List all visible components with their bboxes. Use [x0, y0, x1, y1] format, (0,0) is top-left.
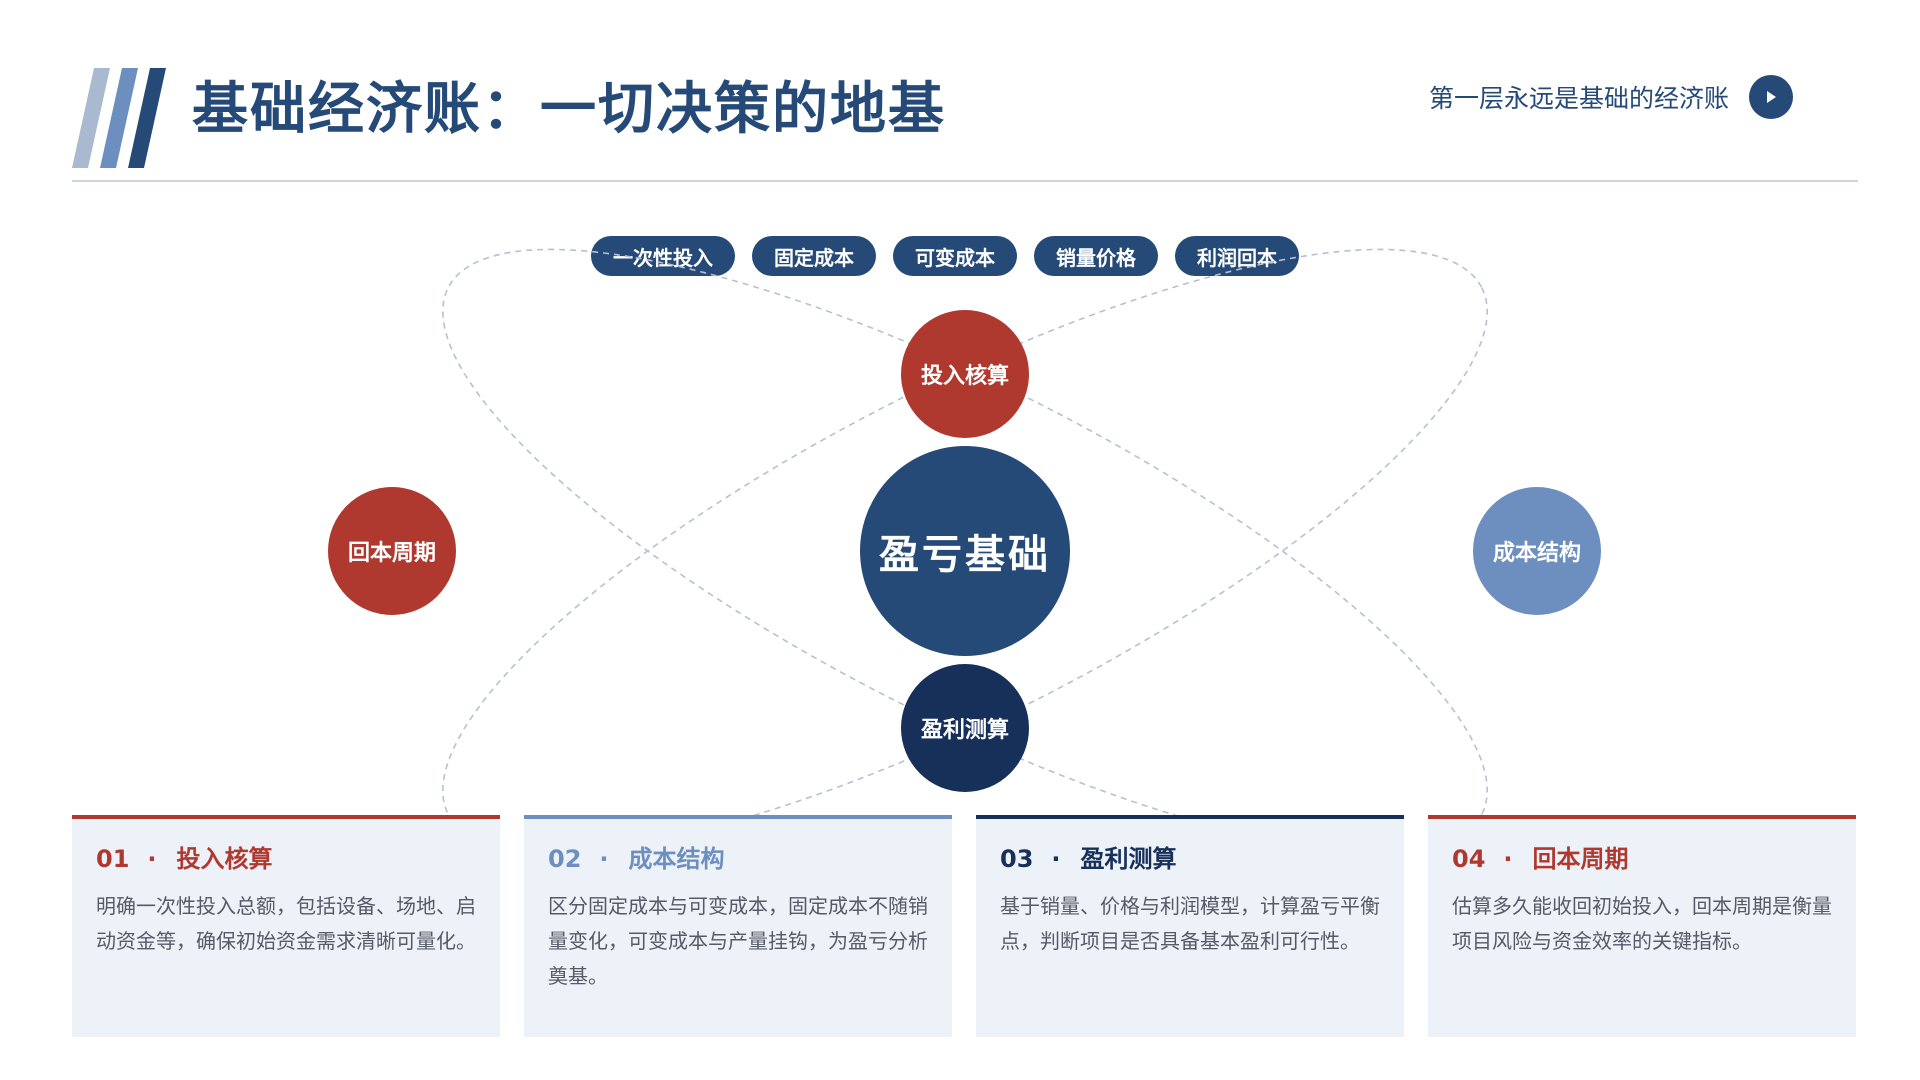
card-heading: 02 · 成本结构 — [548, 843, 928, 875]
tag-pill: 利润回本 — [1175, 236, 1299, 276]
card-profit: 03 · 盈利测算 基于销量、价格与利润模型，计算盈亏平衡点，判断项目是否具备基… — [976, 815, 1404, 1037]
card-number: 01 — [96, 845, 130, 873]
tag-pill: 可变成本 — [893, 236, 1017, 276]
card-dot: · — [1051, 845, 1061, 873]
card-description: 明确一次性投入总额，包括设备、场地、启动资金等，确保初始资金需求清晰可量化。 — [96, 894, 476, 953]
stripes-logo-icon — [72, 68, 166, 168]
card-title: 回本周期 — [1532, 845, 1629, 873]
center-node: 盈亏基础 — [860, 446, 1070, 656]
card-number: 04 — [1452, 845, 1486, 873]
tag-pill: 一次性投入 — [591, 236, 735, 276]
card-dot: · — [599, 845, 609, 873]
header-divider — [72, 180, 1858, 182]
card-description: 基于销量、价格与利润模型，计算盈亏平衡点，判断项目是否具备基本盈利可行性。 — [1000, 894, 1380, 953]
node-cost-structure: 成本结构 — [1473, 487, 1601, 615]
card-title: 投入核算 — [176, 845, 273, 873]
card-number: 03 — [1000, 845, 1034, 873]
card-title: 成本结构 — [628, 845, 725, 873]
card-heading: 04 · 回本周期 — [1452, 843, 1832, 875]
node-profit: 盈利测算 — [901, 664, 1029, 792]
play-button[interactable] — [1749, 75, 1793, 119]
card-row: 01 · 投入核算 明确一次性投入总额，包括设备、场地、启动资金等，确保初始资金… — [72, 815, 1856, 1037]
card-heading: 03 · 盈利测算 — [1000, 843, 1380, 875]
card-dot: · — [147, 845, 157, 873]
card-payback: 04 · 回本周期 估算多久能收回初始投入，回本周期是衡量项目风险与资金效率的关… — [1428, 815, 1856, 1037]
card-cost-structure: 02 · 成本结构 区分固定成本与可变成本，固定成本不随销量变化，可变成本与产量… — [524, 815, 952, 1037]
card-description: 区分固定成本与可变成本，固定成本不随销量变化，可变成本与产量挂钩，为盈亏分析奠基… — [548, 894, 928, 988]
page-title: 基础经济账：一切决策的地基 — [192, 77, 946, 142]
tag-pill: 销量价格 — [1034, 236, 1158, 276]
header-note-text: 第一层永远是基础的经济账 — [1428, 84, 1729, 113]
play-icon — [1767, 91, 1776, 103]
node-investment: 投入核算 — [901, 310, 1029, 438]
card-title: 盈利测算 — [1080, 845, 1177, 873]
node-payback: 回本周期 — [328, 487, 456, 615]
card-heading: 01 · 投入核算 — [96, 843, 476, 875]
tag-pill: 固定成本 — [752, 236, 876, 276]
card-investment: 01 · 投入核算 明确一次性投入总额，包括设备、场地、启动资金等，确保初始资金… — [72, 815, 500, 1037]
card-description: 估算多久能收回初始投入，回本周期是衡量项目风险与资金效率的关键指标。 — [1452, 894, 1832, 953]
card-dot: · — [1503, 845, 1513, 873]
card-number: 02 — [548, 845, 582, 873]
header-note: 第一层永远是基础的经济账 — [1429, 75, 1793, 119]
tag-row: 一次性投入 固定成本 可变成本 销量价格 利润回本 — [591, 236, 1299, 276]
